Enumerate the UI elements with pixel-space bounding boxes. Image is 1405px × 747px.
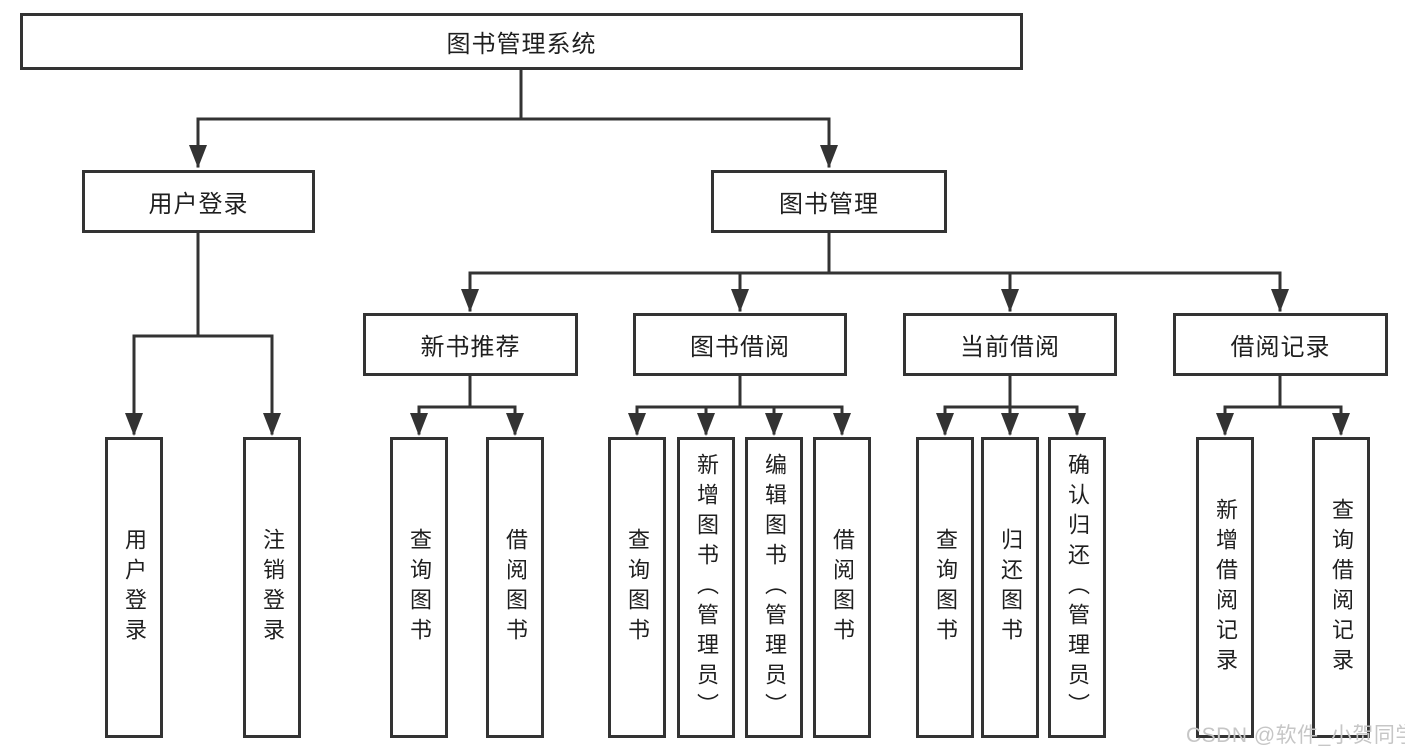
leaf-query-books-current-label: 查询图书 (933, 527, 958, 648)
node-borrow-records: 借阅记录 (1173, 313, 1388, 376)
leaf-borrow-books-recommend-label: 借阅图书 (503, 527, 528, 648)
leaf-user-login-label: 用户登录 (122, 527, 147, 648)
node-book-management: 图书管理 (711, 170, 947, 233)
node-root-label: 图书管理系统 (446, 31, 597, 58)
node-new-book-recommend: 新书推荐 (363, 313, 578, 376)
leaf-logout: 注销登录 (243, 437, 301, 738)
node-root: 图书管理系统 (20, 13, 1023, 70)
leaf-borrow-books: 借阅图书 (813, 437, 871, 738)
node-borrow-records-label: 借阅记录 (1230, 334, 1331, 361)
leaf-return-books-label: 归还图书 (998, 527, 1023, 648)
node-book-borrowing-label: 图书借阅 (690, 334, 790, 361)
node-new-book-recommend-label: 新书推荐 (420, 334, 521, 361)
leaf-query-books-recommend-label: 查询图书 (407, 527, 432, 648)
leaf-add-books-admin: 新增图书（管理员） (677, 437, 735, 738)
leaf-borrow-books-recommend: 借阅图书 (486, 437, 544, 738)
node-user-login-label: 用户登录 (148, 191, 249, 218)
leaf-borrow-books-label: 借阅图书 (830, 527, 855, 648)
leaf-add-borrow-record-label: 新增借阅记录 (1213, 497, 1238, 678)
node-current-borrowing-label: 当前借阅 (960, 334, 1060, 361)
node-current-borrowing: 当前借阅 (903, 313, 1117, 376)
leaf-logout-label: 注销登录 (260, 527, 285, 648)
leaf-add-borrow-record: 新增借阅记录 (1196, 437, 1254, 738)
node-user-login: 用户登录 (82, 170, 315, 233)
node-book-management-label: 图书管理 (779, 191, 879, 218)
leaf-query-books-recommend: 查询图书 (390, 437, 448, 738)
leaf-query-books-borrowing-label: 查询图书 (625, 527, 650, 648)
leaf-return-books: 归还图书 (981, 437, 1039, 738)
leaf-confirm-return-admin: 确认归还（管理员） (1048, 437, 1106, 738)
leaf-query-books-current: 查询图书 (916, 437, 974, 738)
leaf-edit-books-admin: 编辑图书（管理员） (745, 437, 803, 738)
leaf-query-borrow-record-label: 查询借阅记录 (1329, 497, 1354, 678)
leaf-edit-books-admin-label: 编辑图书（管理员） (762, 452, 787, 723)
leaf-confirm-return-admin-label: 确认归还（管理员） (1065, 452, 1090, 723)
leaf-query-borrow-record: 查询借阅记录 (1312, 437, 1370, 738)
node-book-borrowing: 图书借阅 (633, 313, 847, 376)
leaf-user-login: 用户登录 (105, 437, 163, 738)
leaf-query-books-borrowing: 查询图书 (608, 437, 666, 738)
watermark: CSDN @软件_小贺同学 (1186, 724, 1405, 747)
leaf-add-books-admin-label: 新增图书（管理员） (694, 452, 719, 723)
